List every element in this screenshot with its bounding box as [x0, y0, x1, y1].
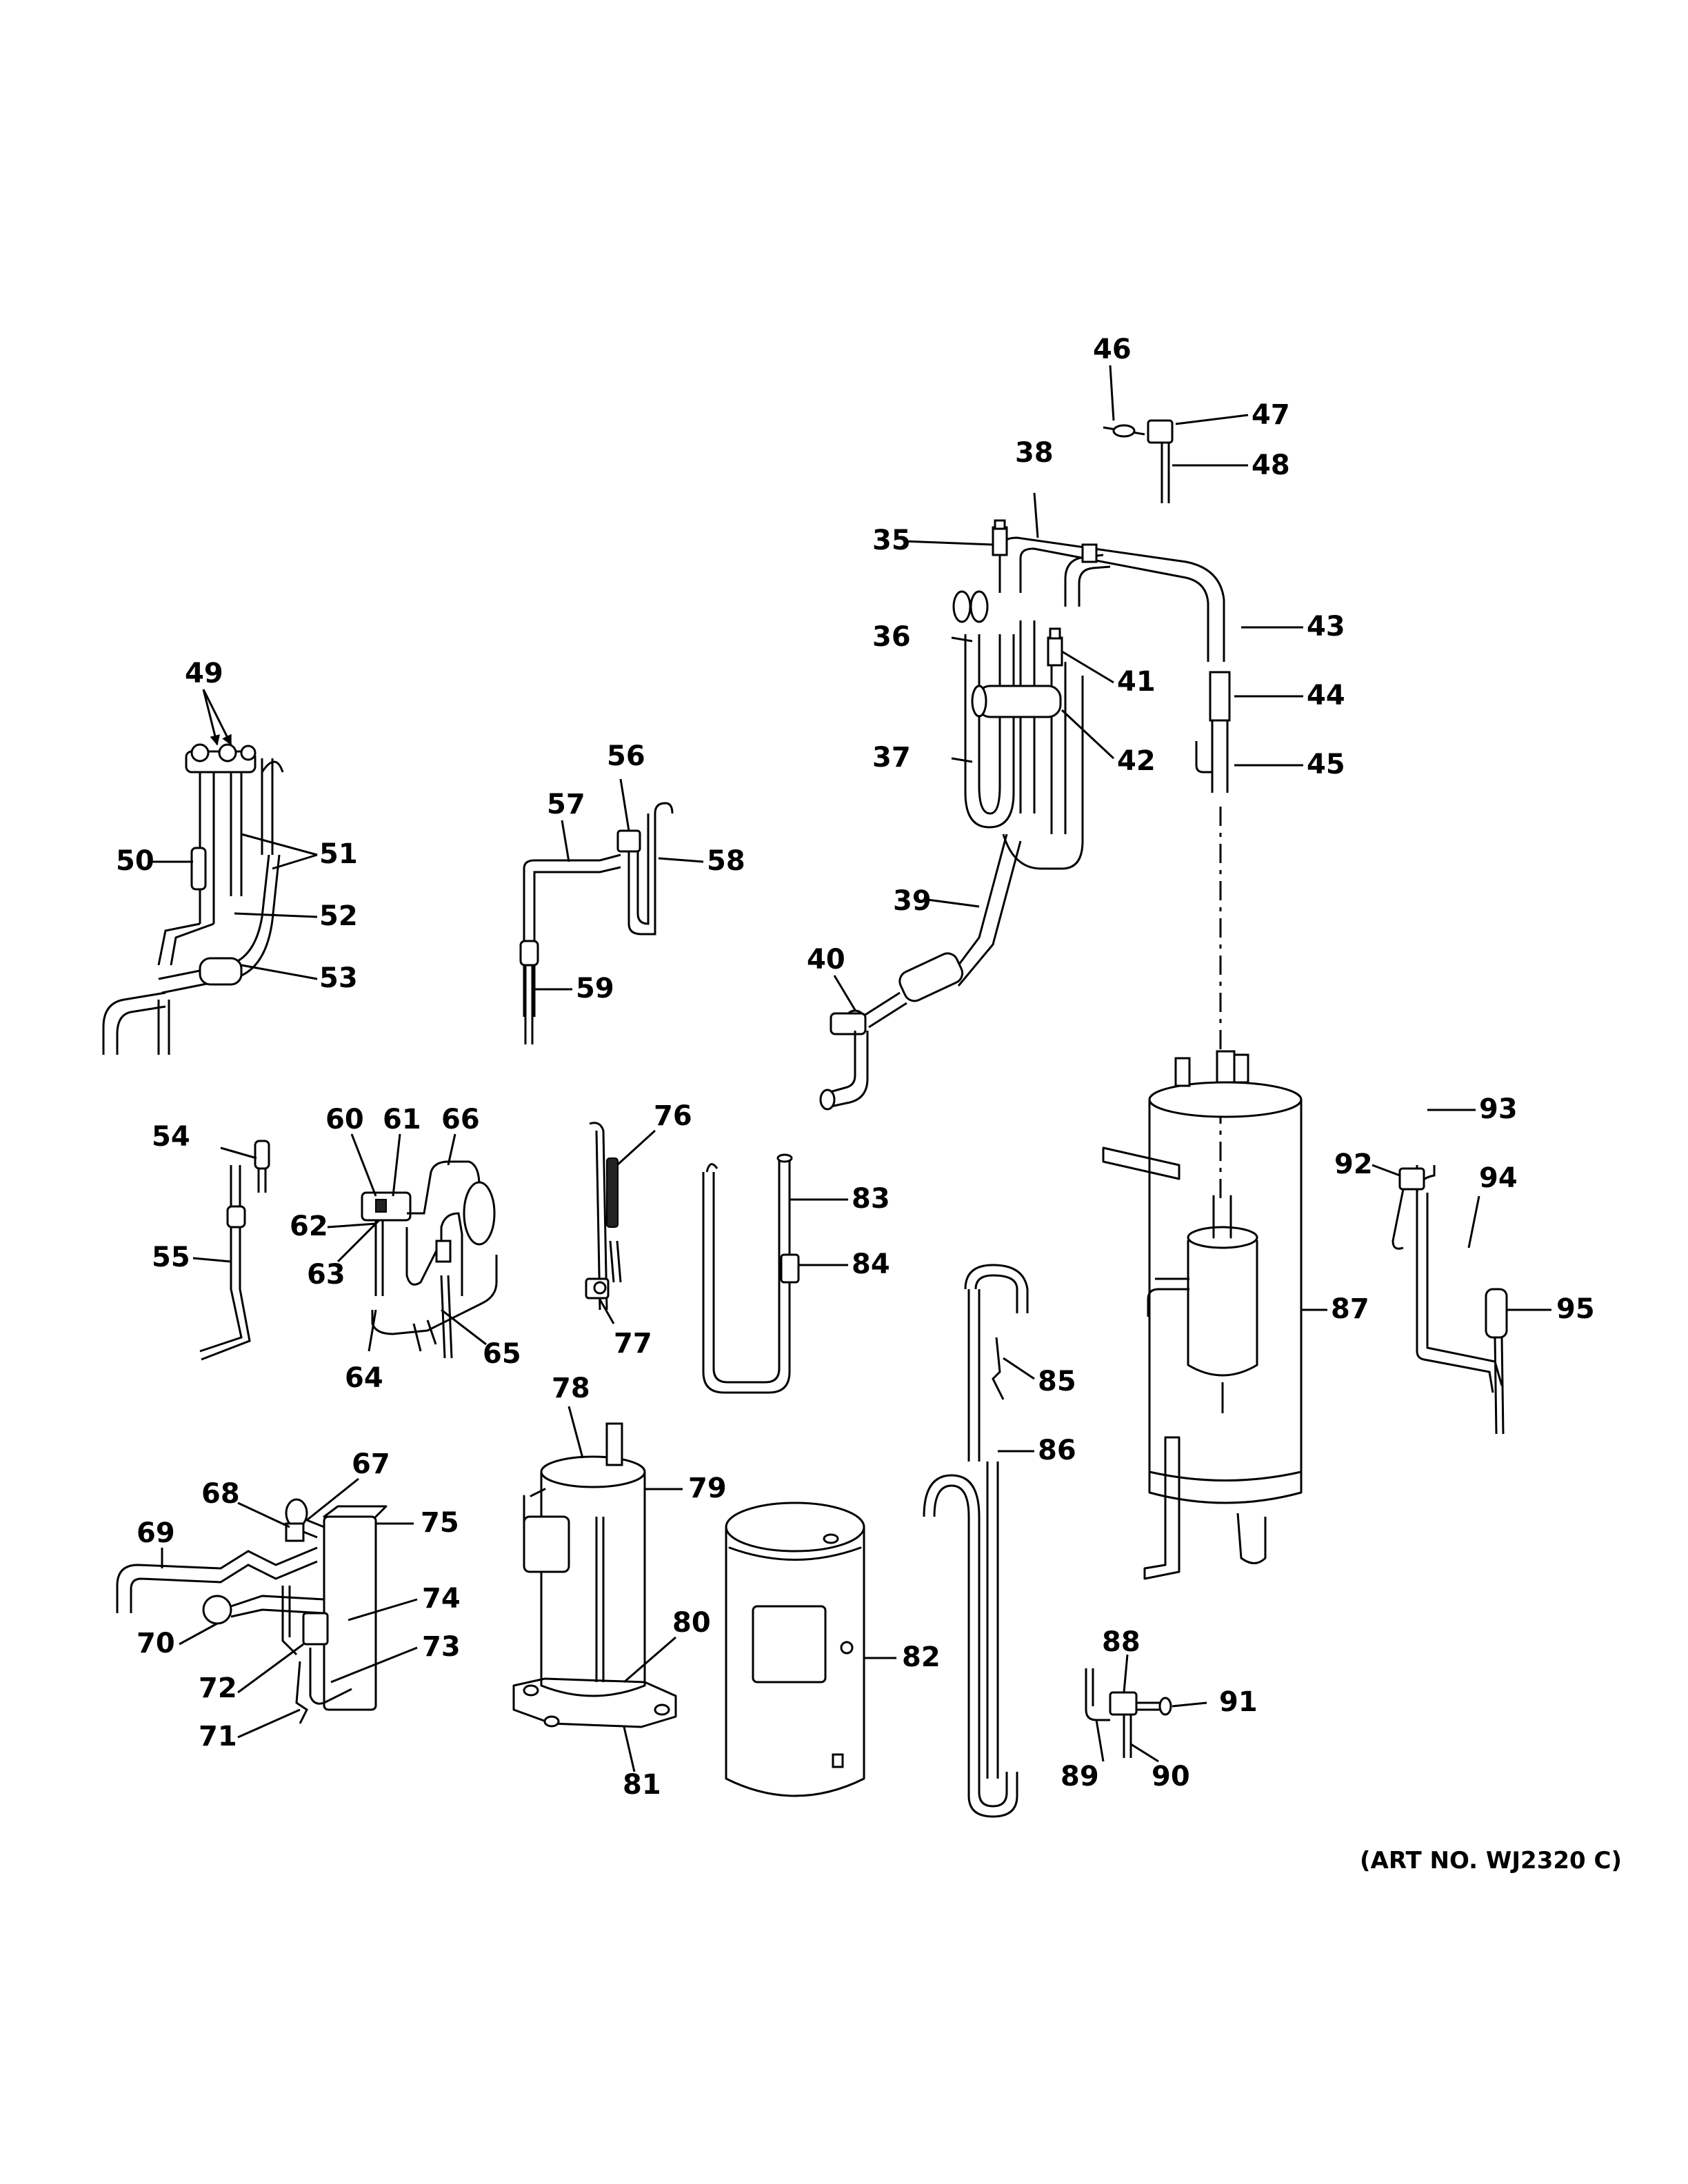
valve-assembly-76-77 [585, 1122, 622, 1311]
callout-44: 44 [1307, 680, 1345, 711]
callout-57: 57 [547, 789, 585, 820]
callout-81: 81 [623, 1769, 661, 1801]
callout-76: 76 [654, 1100, 692, 1132]
callout-62: 62 [290, 1211, 328, 1242]
callout-53: 53 [319, 962, 358, 994]
callout-83: 83 [852, 1183, 890, 1215]
callout-36: 36 [872, 621, 911, 653]
leader-lines [152, 365, 1551, 1772]
callout-43: 43 [1307, 611, 1345, 643]
callout-71: 71 [199, 1721, 237, 1752]
callout-46: 46 [1093, 334, 1132, 365]
callout-55: 55 [152, 1242, 190, 1273]
valve-plate-67-75 [116, 1498, 388, 1724]
callout-50: 50 [116, 845, 154, 877]
callout-80: 80 [672, 1607, 711, 1639]
callout-39: 39 [893, 885, 932, 917]
callout-60: 60 [325, 1104, 364, 1135]
callout-45: 45 [1307, 749, 1345, 780]
callout-65: 65 [483, 1338, 521, 1370]
callout-84: 84 [852, 1248, 890, 1280]
u-pipe-83-84 [702, 1153, 800, 1394]
callout-69: 69 [137, 1517, 175, 1549]
callout-88: 88 [1102, 1626, 1141, 1658]
callout-73: 73 [422, 1631, 461, 1663]
callout-58: 58 [707, 845, 745, 877]
pipe-assembly-49-53 [102, 743, 284, 1055]
callout-70: 70 [137, 1628, 175, 1659]
pipe-54-55 [199, 1140, 270, 1361]
callout-89: 89 [1061, 1761, 1099, 1792]
callout-48: 48 [1252, 449, 1290, 481]
callout-37: 37 [872, 742, 911, 774]
callout-52: 52 [319, 900, 358, 932]
pipe-85-86 [923, 1264, 1029, 1818]
callout-47: 47 [1252, 399, 1290, 431]
callout-86: 86 [1038, 1435, 1076, 1466]
callout-95: 95 [1556, 1293, 1595, 1325]
valve-assembly-60-66 [361, 1160, 498, 1359]
callout-94: 94 [1479, 1162, 1518, 1194]
callout-38: 38 [1015, 437, 1054, 469]
callout-79: 79 [688, 1473, 727, 1504]
callout-61: 61 [383, 1104, 421, 1135]
callout-42: 42 [1117, 745, 1156, 777]
callout-49: 49 [185, 658, 223, 689]
callout-59: 59 [576, 973, 614, 1004]
callout-51: 51 [319, 838, 358, 870]
callout-85: 85 [1038, 1366, 1076, 1397]
art-number: (ART NO. WJ2320 C) [1360, 1847, 1622, 1874]
callout-68: 68 [201, 1478, 240, 1510]
callout-64: 64 [345, 1362, 383, 1394]
valve-46-48 [1103, 419, 1174, 503]
callout-41: 41 [1117, 666, 1156, 698]
valve-assembly-92-95 [1391, 1165, 1508, 1435]
callout-82: 82 [902, 1641, 941, 1673]
callout-63: 63 [307, 1259, 345, 1291]
callout-66: 66 [441, 1104, 480, 1135]
callout-74: 74 [422, 1583, 461, 1615]
callout-54: 54 [152, 1121, 190, 1153]
valve-assembly-56-59 [519, 802, 674, 1044]
callout-77: 77 [614, 1328, 652, 1359]
valve-88-91 [1085, 1668, 1172, 1758]
callout-labels: 35 36 37 38 39 40 41 42 43 44 45 46 47 4… [116, 334, 1595, 1801]
callout-90: 90 [1152, 1761, 1190, 1792]
callout-72: 72 [199, 1672, 237, 1704]
water-tank-82 [725, 1502, 865, 1797]
callout-92: 92 [1334, 1149, 1373, 1180]
pipe-assembly-upper [819, 519, 1231, 1200]
callout-35: 35 [872, 525, 911, 556]
compressor-78-81 [512, 1422, 677, 1728]
callout-93: 93 [1479, 1093, 1518, 1125]
callout-87: 87 [1331, 1293, 1369, 1325]
callout-40: 40 [807, 944, 845, 975]
callout-75: 75 [421, 1507, 459, 1539]
callout-56: 56 [607, 740, 645, 772]
callout-78: 78 [552, 1373, 590, 1404]
callout-91: 91 [1219, 1686, 1258, 1718]
accumulator-tank-87 [1102, 1050, 1303, 1580]
callout-67: 67 [352, 1448, 390, 1480]
